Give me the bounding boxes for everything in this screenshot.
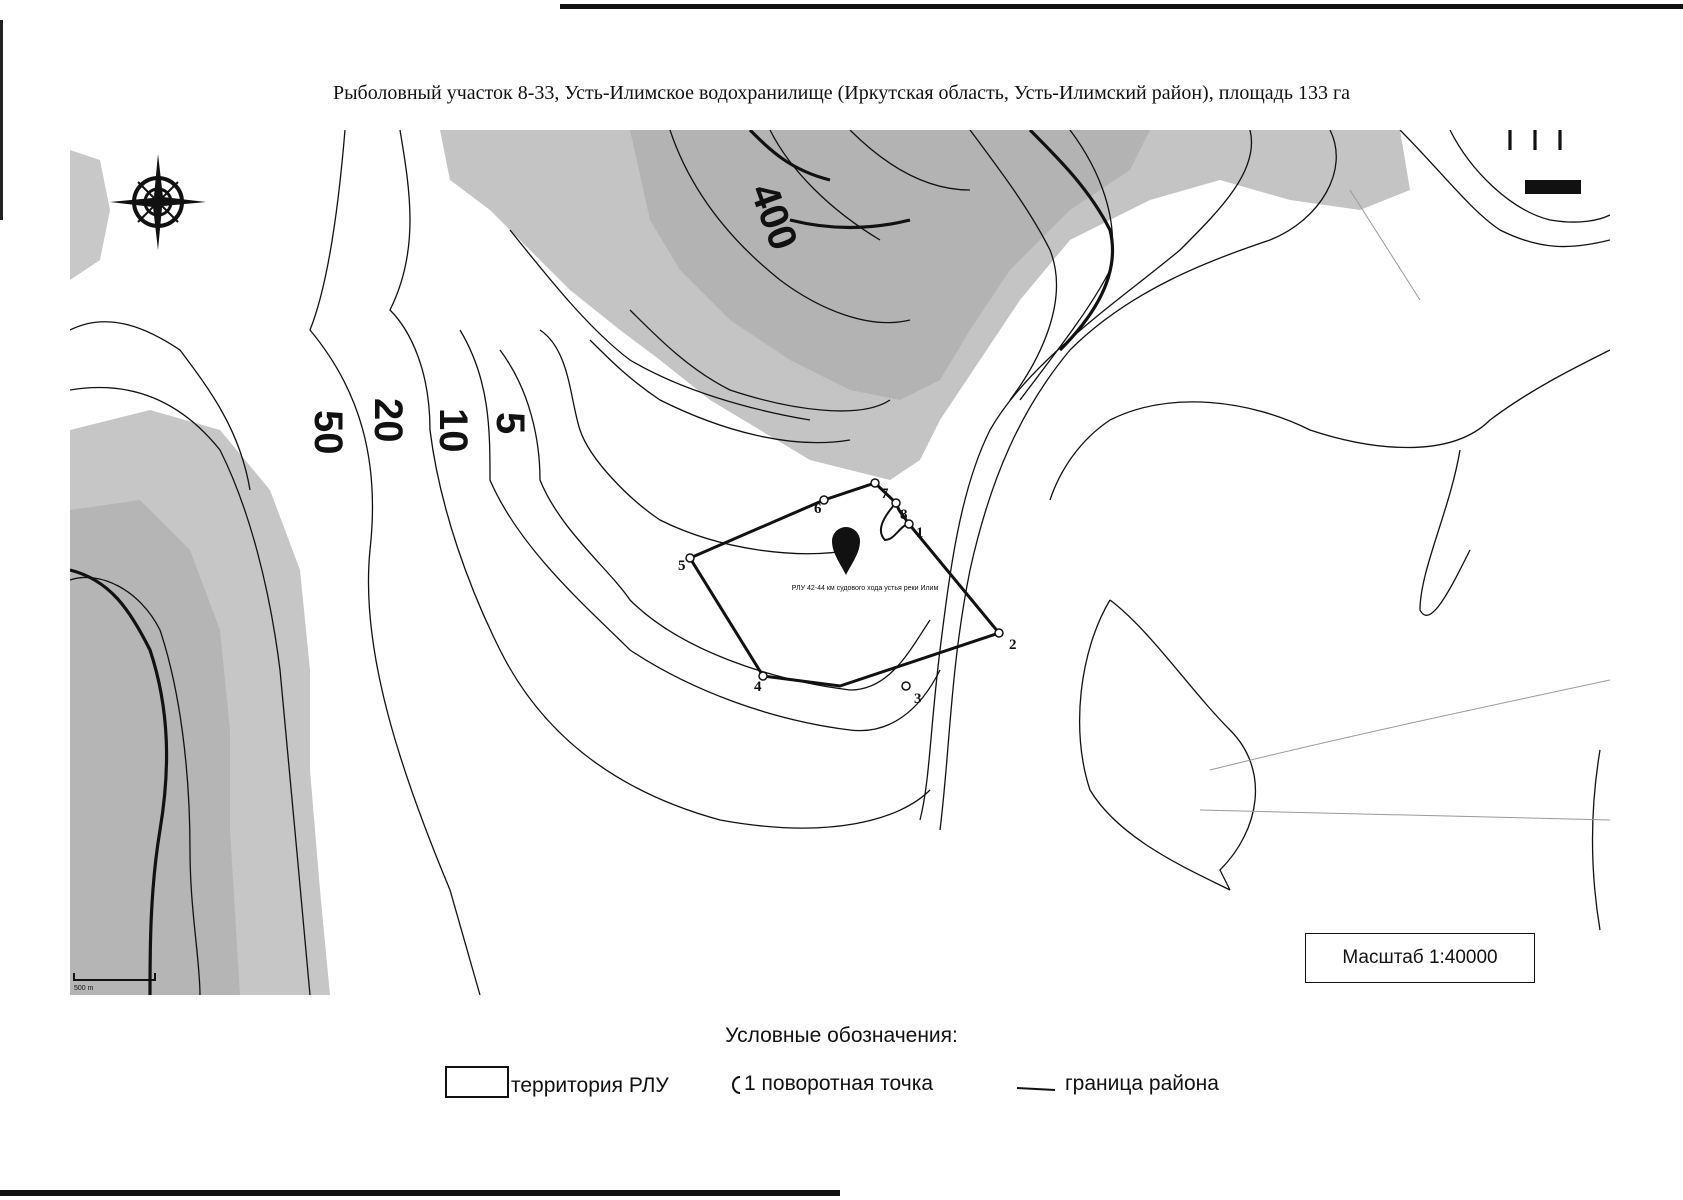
boundary-line-symbol (1016, 1087, 1056, 1091)
turning-point-symbol-icon (732, 1076, 741, 1094)
scale-box: Масштаб 1:40000 (1305, 933, 1535, 983)
turning-point-2[interactable] (994, 628, 1004, 638)
turning-point-1[interactable] (904, 519, 914, 529)
contour-label-20: 20 (366, 398, 410, 443)
turning-point-8[interactable] (891, 498, 901, 508)
point-label-3: 3 (914, 691, 922, 707)
legend-title: Условные обозначения: (725, 1024, 958, 1047)
scale-bar-label: 500 m (74, 985, 94, 992)
legend: территория РЛУ 1 поворотная точка границ… (0, 1066, 1683, 1106)
relief-mountain-peak (630, 130, 1150, 400)
compass-rose-icon (110, 154, 206, 250)
legend-boundary-label: граница района (1065, 1072, 1219, 1095)
territory-swatch (445, 1066, 509, 1098)
frame-border-bottom (0, 1190, 840, 1196)
contour-label-50: 50 (306, 410, 350, 455)
map-scale-bar: 500 m (73, 973, 156, 992)
location-pin-icon[interactable] (832, 527, 860, 575)
turning-point-7[interactable] (870, 478, 880, 488)
turning-point-labels: 1 2 3 4 5 6 7 8 (678, 486, 1017, 707)
frame-border-left (0, 20, 3, 220)
point-label-8: 8 (900, 507, 908, 523)
turning-point-3[interactable] (901, 681, 911, 691)
point-label-4: 4 (754, 679, 762, 695)
contour-label-10: 10 (431, 408, 475, 453)
relief-northwest (70, 150, 110, 280)
legend-item-territory: территория РЛУ (445, 1066, 669, 1098)
scale-text: Масштаб 1:40000 (1342, 947, 1498, 968)
turning-points (685, 478, 1004, 691)
relief-west-inner (70, 500, 240, 995)
building-block (1525, 180, 1581, 194)
turning-point-4[interactable] (758, 671, 768, 681)
turning-point-5[interactable] (685, 553, 695, 563)
point-label-6: 6 (814, 501, 822, 517)
legend-item-boundary: граница района (1015, 1072, 1219, 1096)
map-canvas: 400 50 20 10 5 1 2 3 4 5 6 7 8 (70, 130, 1610, 995)
turning-point-6[interactable] (819, 495, 829, 505)
contour-label-5: 5 (488, 412, 532, 434)
thin-lines (1199, 189, 1610, 821)
frame-border-top (560, 4, 1683, 9)
map-title: Рыболовный участок 8-33, Усть-Илимское в… (332, 82, 1351, 104)
marker-label: РЛУ 42-44 км судового хода устья реки Ил… (792, 585, 939, 592)
point-label-2: 2 (1009, 637, 1017, 653)
contour-index-lines (70, 130, 1562, 995)
legend-point-label: 1 поворотная точка (744, 1072, 934, 1095)
map-area[interactable]: 400 50 20 10 5 1 2 3 4 5 6 7 8 (70, 130, 1610, 995)
legend-territory-label: территория РЛУ (511, 1074, 669, 1097)
point-label-7: 7 (881, 486, 889, 502)
point-label-1: 1 (916, 525, 924, 541)
legend-item-point: 1 поворотная точка (728, 1072, 933, 1096)
inlet-curve (879, 502, 910, 542)
contour-lines (70, 130, 1610, 995)
point-label-5: 5 (678, 558, 686, 574)
